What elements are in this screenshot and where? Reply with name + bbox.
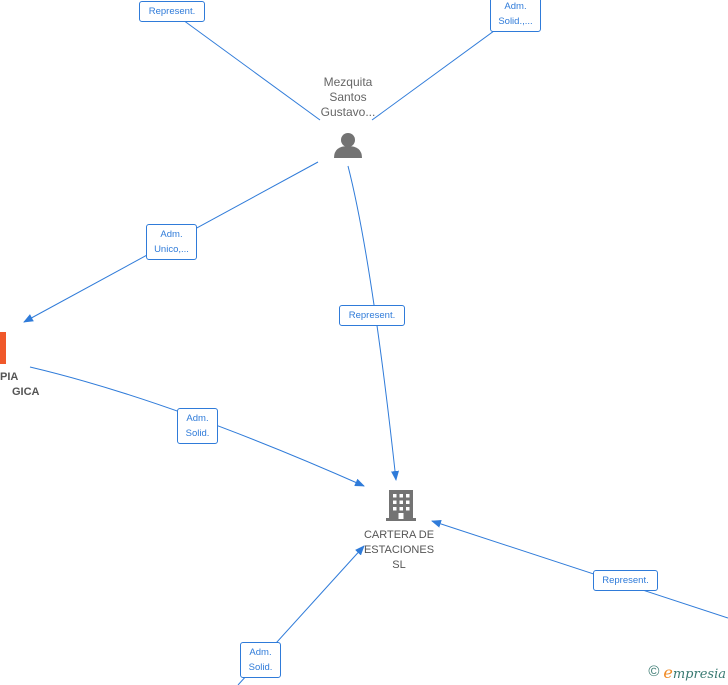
person-name-label[interactable]: Mezquita Santos Gustavo...	[320, 75, 376, 119]
person-icon[interactable]	[334, 133, 362, 158]
edge-line-top-left-represent	[171, 11, 321, 121]
brand-logo[interactable]: empresia	[663, 662, 726, 682]
edge-label-represent[interactable]: Represent.	[339, 305, 405, 326]
copyright-icon: ©	[648, 663, 660, 680]
footer-brand: © empresia	[648, 662, 726, 682]
edge-label-represent[interactable]: Represent.	[593, 570, 658, 591]
edge-label-adm-unico[interactable]: Adm. Unico,...	[146, 224, 197, 260]
company-name-label[interactable]: CARTERA DE ESTACIONES SL	[363, 529, 435, 571]
building-icon-left[interactable]	[0, 332, 6, 364]
edge-line-person-main-represent	[347, 165, 400, 481]
edge-label-adm-solid[interactable]: Adm. Solid.,...	[490, 0, 541, 32]
edge-line-right-main-represent	[431, 520, 728, 619]
edge-label-adm-solid[interactable]: Adm. Solid.	[177, 408, 218, 444]
company-left-name-label[interactable]: PIA GICA	[0, 371, 40, 398]
building-icon[interactable]	[386, 490, 416, 521]
edge-label-adm-solid[interactable]: Adm. Solid.	[240, 642, 281, 678]
edge-label-represent[interactable]: Represent.	[139, 1, 205, 22]
